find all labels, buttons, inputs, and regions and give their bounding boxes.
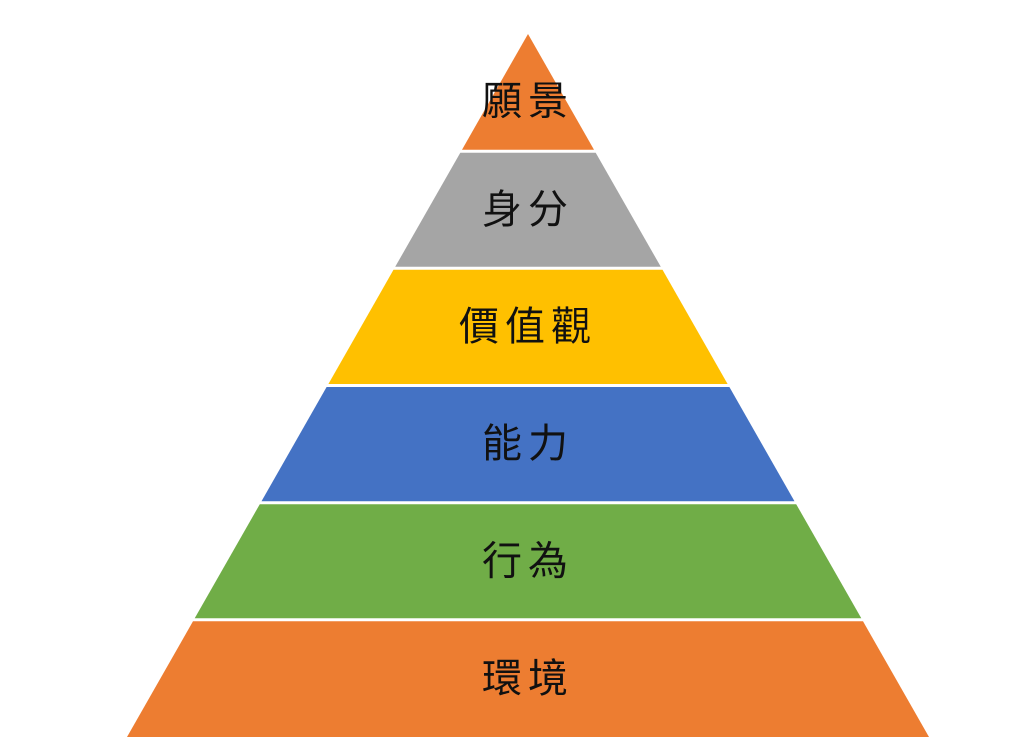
pyramid-tier-shape bbox=[395, 152, 661, 267]
pyramid-tier-shape bbox=[194, 504, 862, 619]
pyramid-tier-2: 身分 bbox=[395, 152, 661, 267]
pyramid-tier-label: 行為 bbox=[482, 538, 574, 584]
pyramid-tier-3: 價值觀 bbox=[328, 269, 728, 384]
pyramid-tier-4: 能力 bbox=[261, 387, 795, 502]
pyramid-tier-label: 環境 bbox=[482, 656, 574, 702]
pyramid-tier-5: 行為 bbox=[194, 504, 862, 619]
pyramid-tier-label: 能力 bbox=[482, 421, 574, 467]
pyramid-tier-shape bbox=[462, 34, 594, 150]
pyramid-tier-shape bbox=[261, 387, 795, 502]
pyramid-tier-label: 價值觀 bbox=[459, 304, 597, 350]
pyramid-tier-label: 願景 bbox=[482, 79, 574, 125]
pyramid-tier-1: 願景 bbox=[462, 34, 594, 150]
pyramid-tier-6: 環境 bbox=[127, 621, 929, 737]
pyramid-tier-label: 身分 bbox=[482, 187, 574, 233]
pyramid-tier-shape bbox=[328, 269, 728, 384]
pyramid-tier-shape bbox=[127, 621, 929, 737]
